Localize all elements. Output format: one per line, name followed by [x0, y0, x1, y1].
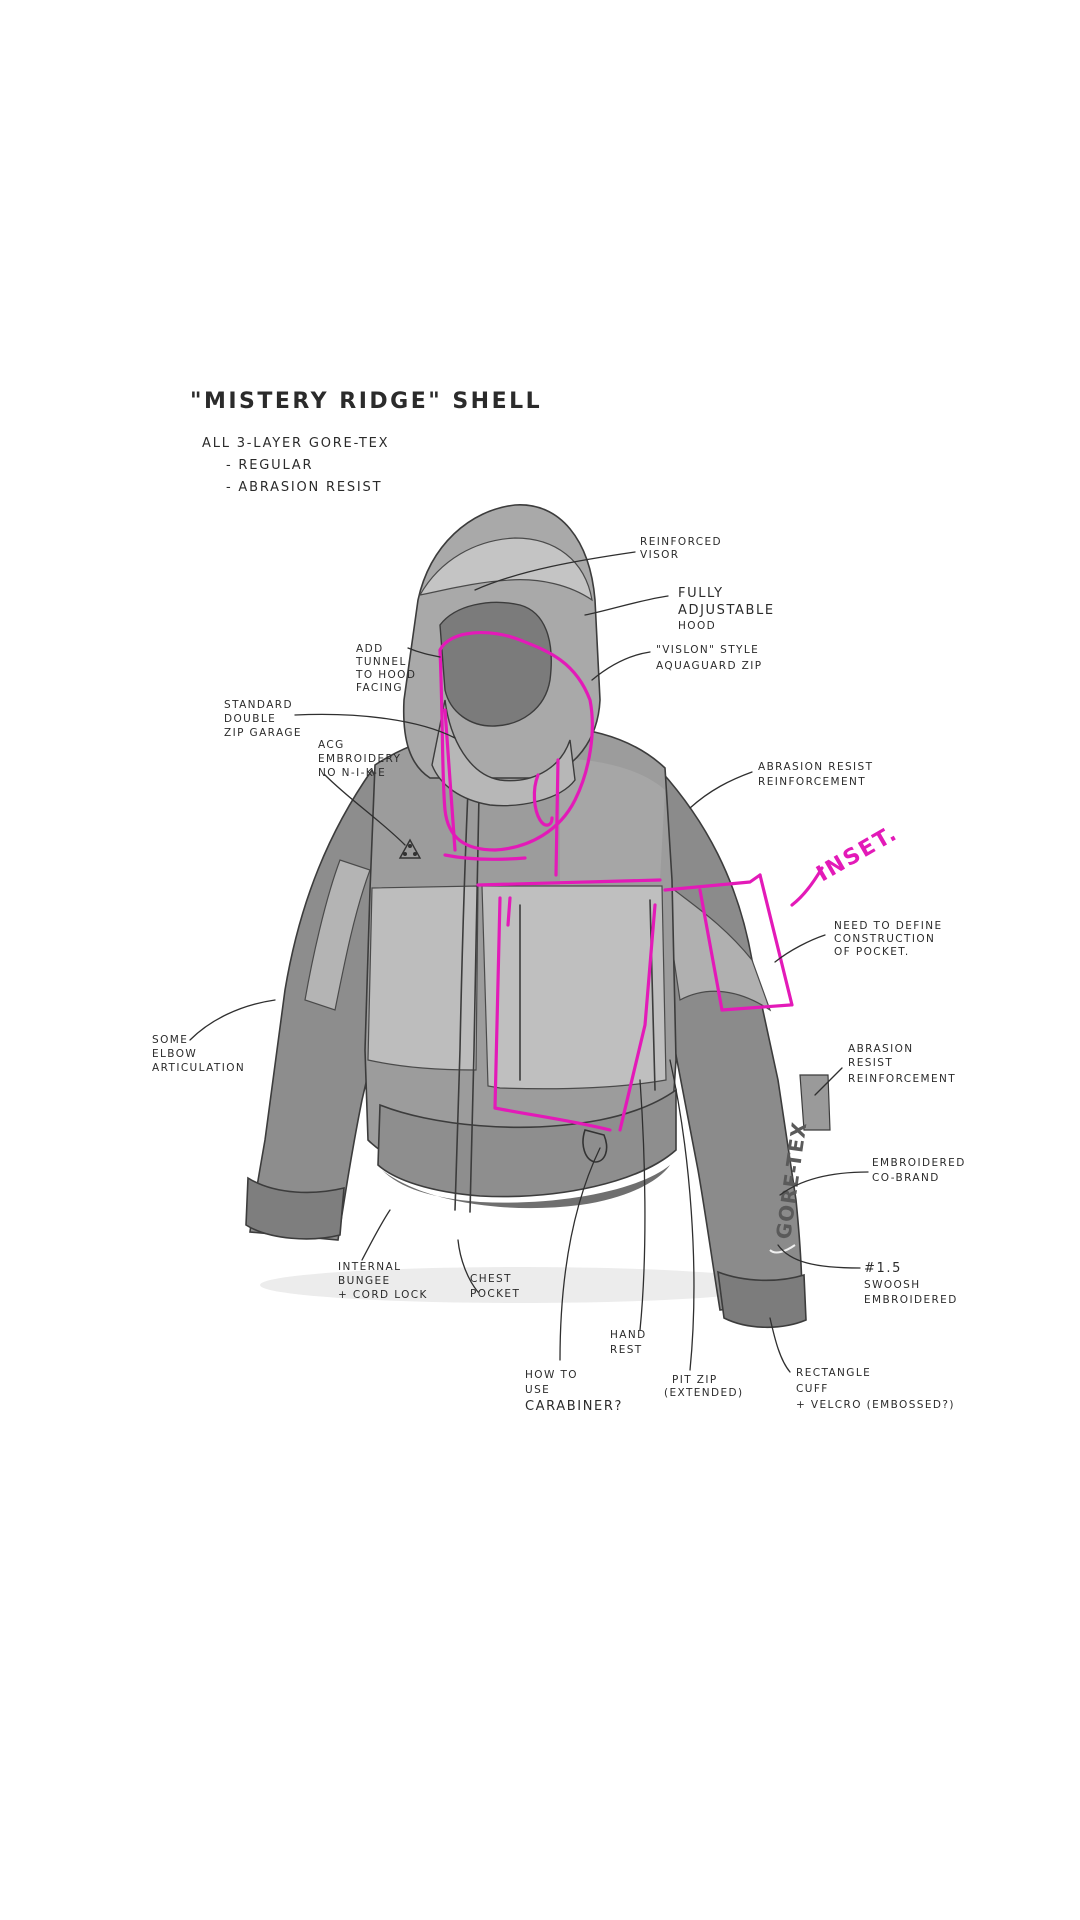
- carabiner-icon: [582, 1129, 608, 1163]
- label-cuff-2: CUFF: [796, 1383, 829, 1395]
- sketch-title: "MISTERY RIDGE" SHELL: [190, 389, 542, 414]
- label-acg-2: EMBROIDERY: [318, 753, 401, 765]
- label-handrest-2: REST: [610, 1344, 643, 1356]
- label-tunnel-1: ADD: [356, 643, 384, 655]
- label-zip-1: "VISLON" STYLE: [656, 644, 759, 656]
- label-doublezip-1: STANDARD: [224, 699, 293, 711]
- subtitle-line-3: - ABRASION RESIST: [226, 480, 382, 495]
- label-bungee-3: + CORD LOCK: [338, 1289, 428, 1301]
- swoosh-icon: [769, 1244, 796, 1254]
- label-tunnel-3: TO HOOD: [355, 669, 416, 681]
- label-abr-sleeve-3: REINFORCEMENT: [848, 1073, 956, 1085]
- inset-label: INSET.: [813, 821, 903, 887]
- label-handrest-1: HAND: [610, 1329, 647, 1341]
- label-doublezip-3: ZIP GARAGE: [224, 727, 302, 739]
- label-visor-1: REINFORCED: [640, 536, 722, 548]
- label-carabiner-2: USE: [525, 1384, 550, 1396]
- label-cobrand-2: CO-BRAND: [872, 1172, 940, 1184]
- leader-lines: [189, 551, 869, 1373]
- label-abr-shoulder-2: REINFORCEMENT: [758, 776, 866, 788]
- label-zip-2: AQUAGUARD ZIP: [656, 660, 763, 672]
- label-tunnel-2: TUNNEL: [355, 656, 407, 668]
- label-hood-1: FULLY: [678, 586, 724, 601]
- label-acg-1: ACG: [318, 739, 345, 751]
- label-pitzip-1: PIT ZIP: [672, 1374, 718, 1386]
- label-bungee-2: BUNGEE: [338, 1275, 391, 1287]
- label-hood-2: ADJUSTABLE: [678, 603, 775, 618]
- label-cuff-1: RECTANGLE: [796, 1367, 871, 1379]
- label-acg-3: NO N-I-K-E: [318, 767, 386, 779]
- label-pocket-1: NEED TO DEFINE: [834, 920, 943, 932]
- label-swoosh-1: #1.5: [864, 1261, 902, 1276]
- label-hood-3: HOOD: [678, 620, 716, 632]
- label-visor-2: VISOR: [640, 549, 680, 561]
- label-cobrand-1: EMBROIDERED: [872, 1157, 966, 1169]
- label-carabiner-3: CARABINER?: [525, 1399, 623, 1414]
- label-abr-sleeve-2: RESIST: [848, 1057, 893, 1069]
- label-abr-shoulder-1: ABRASION RESIST: [758, 761, 873, 773]
- label-bungee-1: INTERNAL: [338, 1261, 401, 1273]
- label-doublezip-2: DOUBLE: [224, 713, 276, 725]
- label-pitzip-2: (EXTENDED): [664, 1387, 744, 1399]
- label-elbow-2: ELBOW: [152, 1048, 197, 1060]
- label-pocket-3: OF POCKET.: [834, 946, 910, 958]
- label-abr-sleeve-1: ABRASION: [848, 1043, 914, 1055]
- label-swoosh-3: EMBROIDERED: [864, 1294, 958, 1306]
- label-pocket-2: CONSTRUCTION: [834, 933, 935, 945]
- subtitle-line-1: ALL 3-LAYER GORE-TEX: [202, 436, 389, 451]
- acg-logo: [398, 838, 422, 859]
- jacket-drawing: GORE-TEX: [245, 504, 831, 1329]
- label-elbow-3: ARTICULATION: [152, 1062, 245, 1074]
- label-chestpocket-1: CHEST: [470, 1273, 512, 1285]
- annotations: REINFORCED VISOR FULLY ADJUSTABLE HOOD "…: [152, 536, 966, 1414]
- label-chestpocket-2: POCKET: [470, 1288, 520, 1300]
- subtitle-line-2: - REGULAR: [226, 458, 313, 473]
- label-cuff-3: + VELCRO (EMBOSSED?): [796, 1399, 955, 1411]
- label-tunnel-4: FACING: [356, 682, 403, 694]
- label-carabiner-1: HOW TO: [525, 1369, 578, 1381]
- label-swoosh-2: SWOOSH: [864, 1279, 921, 1291]
- label-elbow-1: SOME: [152, 1034, 188, 1046]
